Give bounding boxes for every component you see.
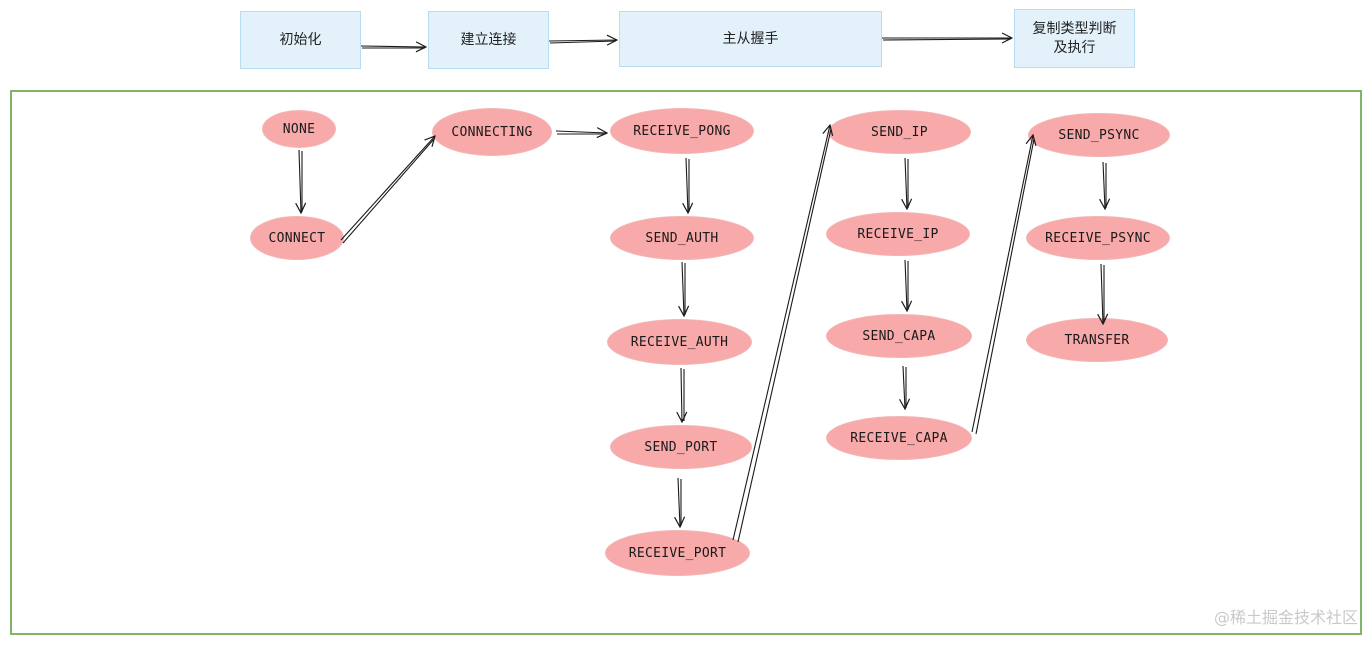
arrow-phase-connect-to-handshake [548,40,617,43]
state-send-capa-label: SEND_CAPA [862,328,936,344]
state-receive-pong-label: RECEIVE_PONG [633,123,731,139]
state-connecting-label: CONNECTING [451,124,533,140]
state-transfer-label: TRANSFER [1064,332,1130,348]
state-connect: CONNECT [250,216,344,260]
state-receive-auth: RECEIVE_AUTH [607,319,752,365]
state-receive-port-label: RECEIVE_PORT [628,545,727,561]
phase-replication-label: 复制类型判断 及执行 [1032,20,1117,56]
state-connect-label: CONNECT [268,230,326,246]
arrow-none-to-connect [299,149,302,213]
state-receive-capa: RECEIVE_CAPA [826,416,972,460]
arrow-send-port-to-receive-port [678,477,681,527]
state-none: NONE [262,110,336,148]
arrow-send-capa-to-receive-capa [903,365,906,409]
phase-handshake-label: 主从握手 [722,30,779,47]
phase-replication: 复制类型判断 及执行 [1014,9,1135,68]
arrow-connecting-to-receive-pong [555,131,607,134]
watermark: @稀土掘金技术社区 [1213,608,1358,627]
arrow-receive-port-to-send-ip [732,125,831,543]
state-send-port-label: SEND_PORT [644,439,718,455]
state-transfer: TRANSFER [1026,318,1168,362]
state-receive-capa-label: RECEIVE_CAPA [850,430,948,446]
arrow-receive-pong-to-send-auth [686,157,689,213]
state-receive-ip-label: RECEIVE_IP [857,226,939,242]
arrow-phase-init-to-connect [360,46,426,48]
arrow-receive-capa-to-send-psync [971,135,1034,435]
state-receive-psync-label: RECEIVE_PSYNC [1045,230,1151,246]
arrow-connect-to-connecting [340,136,435,244]
arrow-phase-handshake-to-replication [882,38,1012,40]
state-receive-pong: RECEIVE_PONG [610,108,754,154]
state-machine-container [10,90,1362,635]
arrow-send-psync-to-receive-psync [1103,161,1106,209]
arrow-receive-ip-to-send-capa [905,259,908,311]
phase-init-label: 初始化 [279,31,322,48]
phase-handshake: 主从握手 [619,11,882,67]
state-send-auth-label: SEND_AUTH [645,230,719,246]
arrow-send-auth-to-receive-auth [682,261,685,316]
arrow-receive-auth-to-send-port [681,367,684,422]
state-receive-psync: RECEIVE_PSYNC [1026,216,1170,260]
state-connecting: CONNECTING [432,108,552,156]
arrow-send-ip-to-receive-ip [905,157,908,209]
state-send-auth: SEND_AUTH [610,216,754,260]
state-receive-auth-label: RECEIVE_AUTH [630,334,729,350]
state-receive-port: RECEIVE_PORT [605,530,750,576]
phase-connect: 建立连接 [428,11,549,69]
state-send-capa: SEND_CAPA [826,314,972,358]
state-receive-ip: RECEIVE_IP [826,212,970,256]
state-send-ip-label: SEND_IP [871,124,928,140]
phase-init: 初始化 [240,11,361,69]
state-send-ip: SEND_IP [828,110,971,154]
state-none-label: NONE [282,121,316,137]
state-send-psync-label: SEND_PSYNC [1058,127,1140,143]
state-send-port: SEND_PORT [610,425,752,469]
arrow-receive-psync-to-transfer [1101,263,1104,324]
phase-connect-label: 建立连接 [460,31,517,48]
